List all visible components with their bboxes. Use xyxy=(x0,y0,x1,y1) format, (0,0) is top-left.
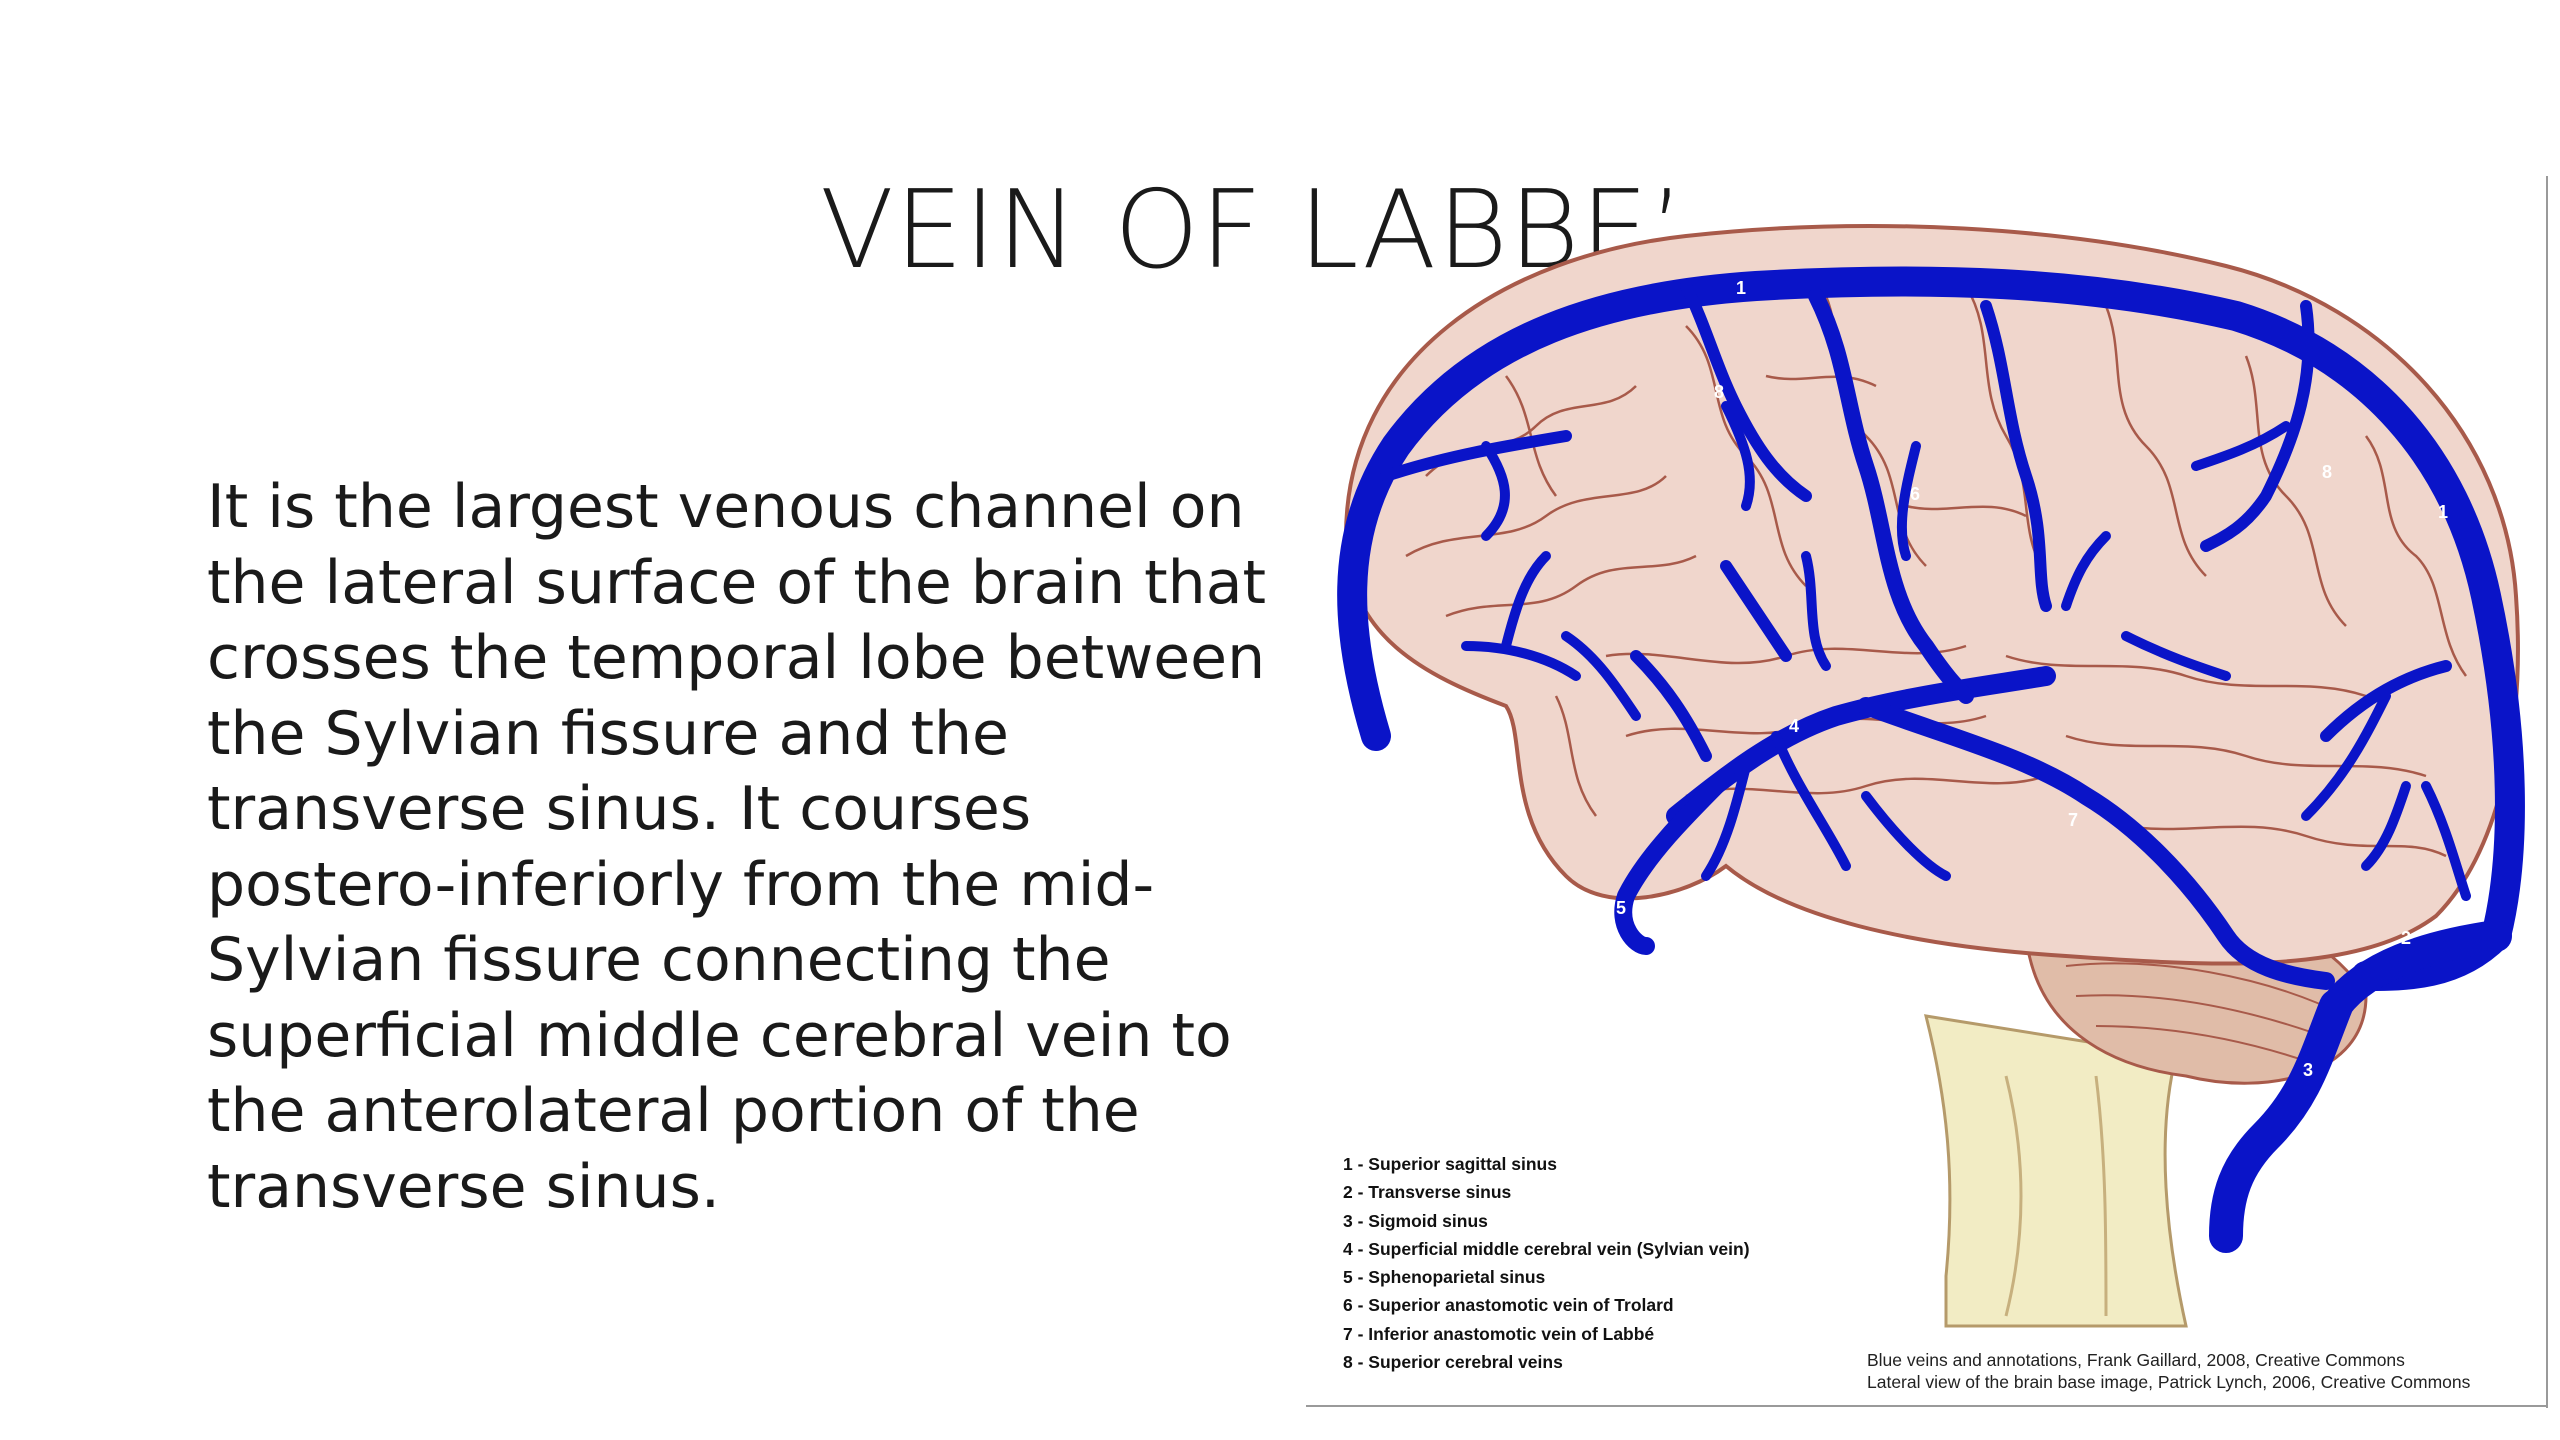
legend-item: 7 - Inferior anastomotic vein of Labbé xyxy=(1343,1323,1655,1344)
credit-line: Lateral view of the brain base image, Pa… xyxy=(1867,1372,2471,1392)
vein-of-labbe xyxy=(1857,697,2335,990)
sigmoid-sinus xyxy=(2209,989,2353,1253)
vein-number-label: 1 xyxy=(1736,278,1746,298)
brain-vein-figure: 1 1 2 3 4 5 6 7 8 8 xyxy=(1306,176,2548,1408)
cerebrum xyxy=(1343,224,2520,966)
legend-item: 3 - Sigmoid sinus xyxy=(1343,1210,1488,1231)
vein-number-label: 8 xyxy=(1714,382,1724,402)
vein-number-label: 7 xyxy=(2068,810,2078,830)
brain-illustration: 1 1 2 3 4 5 6 7 8 8 xyxy=(1306,176,2548,1408)
transverse-sinus xyxy=(2320,920,2512,1022)
figure-legend: 1 - Superior sagittal sinus 2 - Transver… xyxy=(1343,1150,1750,1376)
legend-item: 4 - Superficial middle cerebral vein (Sy… xyxy=(1343,1238,1750,1259)
vein-number-label: 1 xyxy=(2438,502,2448,522)
vein-number-label: 2 xyxy=(2401,928,2411,948)
vein-number-label: 5 xyxy=(1616,898,1626,918)
brainstem xyxy=(1923,1014,2188,1328)
slide-body-text: It is the largest venous channel on the … xyxy=(207,472,1266,1222)
superior-sagittal-sinus xyxy=(1337,266,2525,991)
vein-number-label: 8 xyxy=(2322,462,2332,482)
legend-item: 1 - Superior sagittal sinus xyxy=(1343,1154,1557,1174)
credit-line: Blue veins and annotations, Frank Gailla… xyxy=(1867,1350,2405,1370)
legend-item: 5 - Sphenoparietal sinus xyxy=(1343,1267,1546,1288)
figure-credits: Blue veins and annotations, Frank Gailla… xyxy=(1867,1349,2470,1393)
legend-item: 6 - Superior anastomotic vein of Trolard xyxy=(1343,1295,1674,1316)
vein-network xyxy=(1337,266,2525,1253)
vein-of-trolard xyxy=(1808,288,1974,704)
sphenoparietal-sinus xyxy=(1614,767,1735,955)
legend-item: 8 - Superior cerebral veins xyxy=(1343,1352,1563,1373)
vein-number-label: 4 xyxy=(1789,716,1799,736)
vein-number-label: 6 xyxy=(1910,484,1920,504)
vein-number-label: 3 xyxy=(2303,1060,2313,1080)
legend-item: 2 - Transverse sinus xyxy=(1343,1182,1512,1203)
